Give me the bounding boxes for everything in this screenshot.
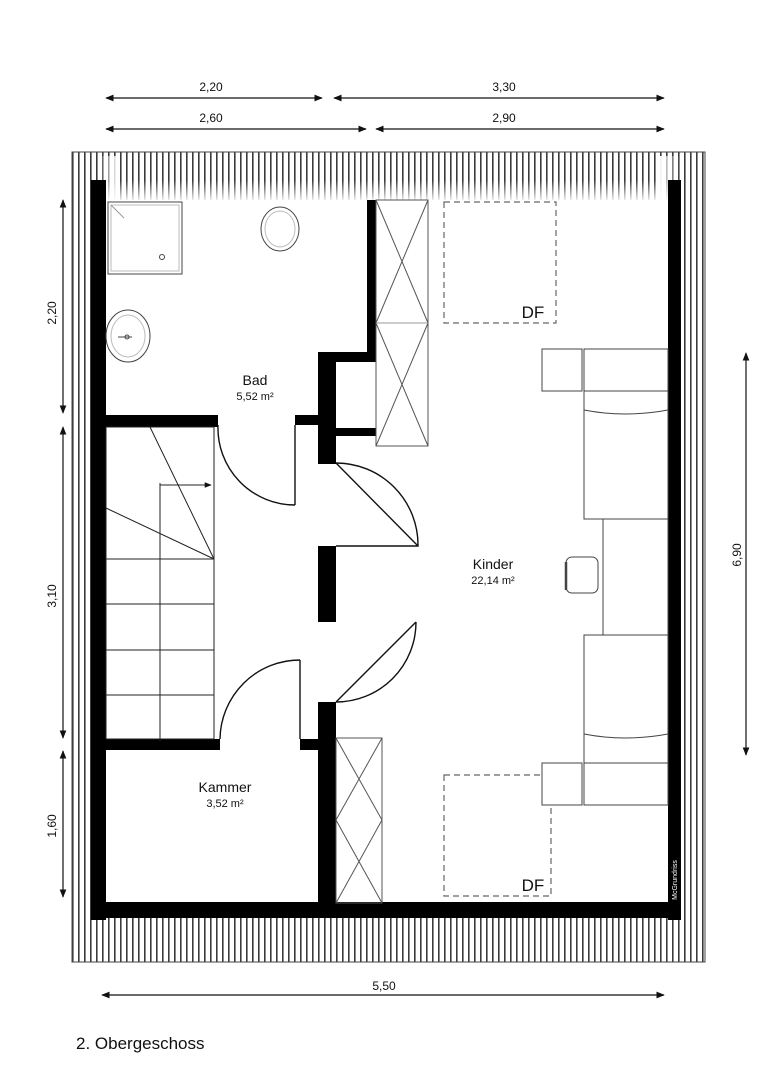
wardrobe-bottom [335,737,383,904]
skylight-bottom [443,774,552,897]
room-area-kammer: 3,52 m² [206,798,244,810]
skylights [443,201,557,897]
dim-left-3: 1,60 [45,814,59,838]
room-labels: Bad 5,52 m² Kinder 22,14 m² Kammer 3,52 … [199,303,545,895]
skylight-top [443,201,557,324]
door-kinder-top [335,462,419,547]
washbasin [105,309,151,363]
doors [217,424,419,740]
bed-bottom [583,634,669,806]
dim-top-1a: 2,20 [199,80,223,94]
door-kammer [219,659,301,740]
dim-left-2: 3,10 [45,584,59,608]
wardrobes [335,199,429,904]
dimension-labels: 2,20 3,30 2,60 2,90 2,20 3,10 1,60 6,90 … [45,80,744,993]
room-name-bad: Bad [243,372,268,388]
wardrobe-top [375,199,429,447]
dim-top-2a: 2,60 [199,111,223,125]
plan-caption: 2. Obergeschoss [76,1034,205,1053]
door-bad [217,424,296,506]
shower-tray [107,201,183,275]
bed-top [583,348,669,520]
nightstand-top [541,348,583,392]
dim-top-2b: 2,90 [492,111,516,125]
dim-right: 6,90 [730,543,744,567]
skylight-label-top: DF [522,303,545,322]
dim-bottom: 5,50 [372,979,396,993]
outer-walls [91,180,681,920]
staircase [105,426,215,741]
kinder-furniture [541,348,669,806]
desk [602,518,669,636]
room-area-bad: 5,52 m² [236,391,274,403]
bathroom-fixtures [105,201,300,363]
watermark: McGrundriss [672,860,679,900]
room-name-kinder: Kinder [473,556,514,572]
dim-top-1b: 3,30 [492,80,516,94]
room-name-kammer: Kammer [199,779,252,795]
toilet [260,206,300,252]
skylight-label-bottom: DF [522,876,545,895]
room-area-kinder: 22,14 m² [471,575,515,587]
door-kinder-bottom [335,621,417,703]
nightstand-bottom [541,762,583,806]
desk-chair [564,556,599,594]
dimension-lines [59,94,750,999]
interior-walls [104,200,376,912]
dim-left-1: 2,20 [45,301,59,325]
